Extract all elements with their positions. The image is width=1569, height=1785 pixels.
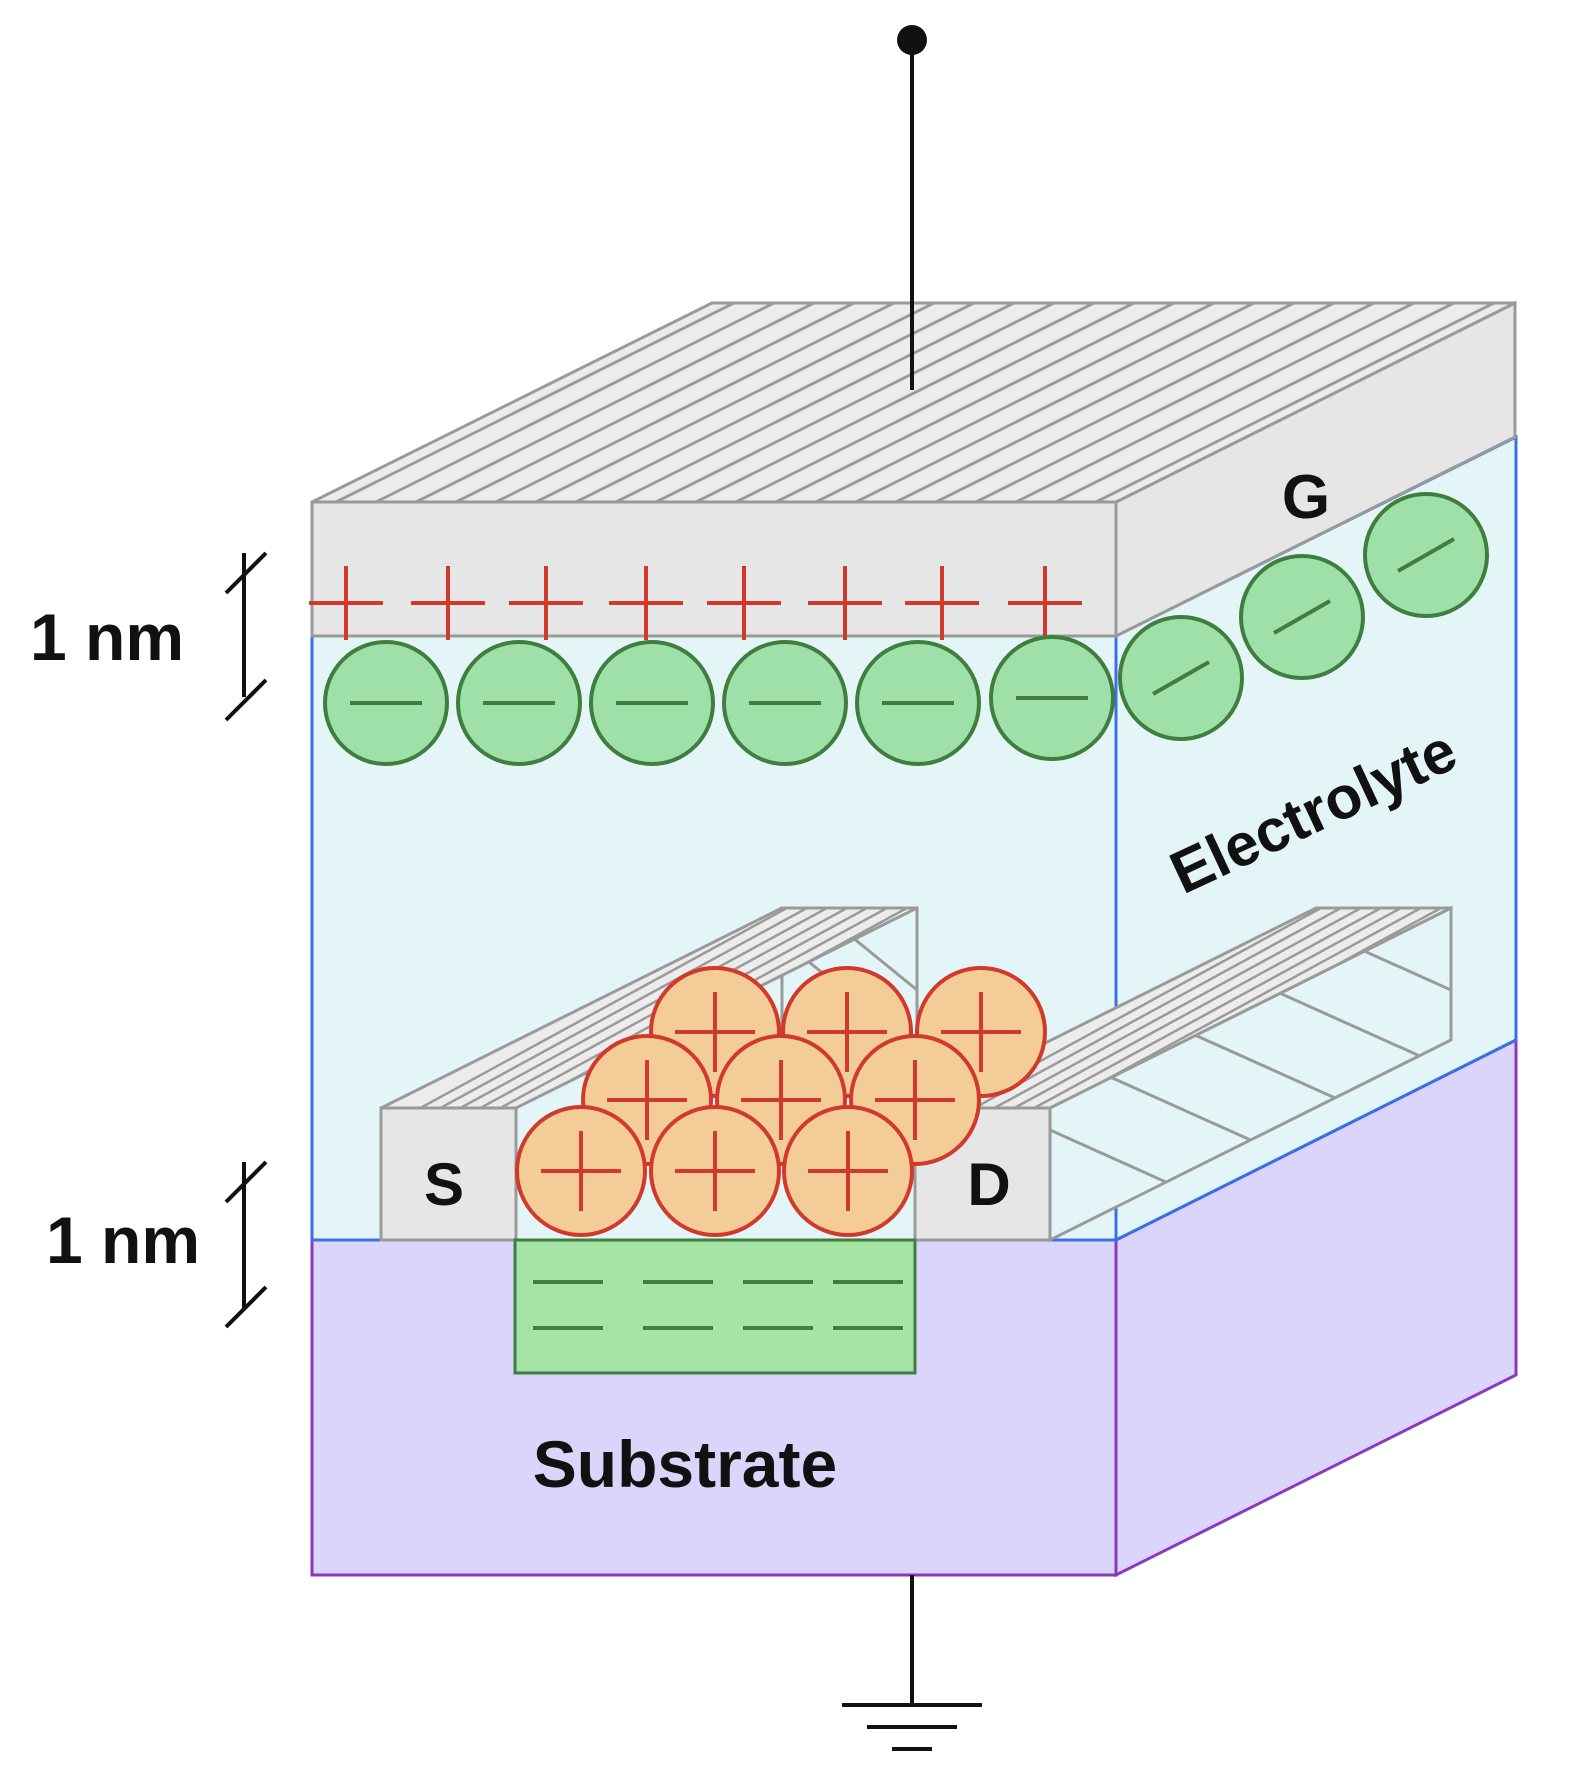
plus-icon: [808, 566, 882, 640]
anion-icon: [1118, 615, 1244, 741]
anion-icon: [722, 640, 848, 766]
dimension-label-top: 1 nm: [30, 600, 184, 674]
plus-icon: [509, 566, 583, 640]
anion-icon: [456, 640, 582, 766]
gate-terminal-icon: [897, 25, 927, 390]
cation-icon: [515, 1105, 647, 1237]
gate-label: G: [1282, 463, 1330, 532]
cation-cluster: [515, 966, 1047, 1237]
ground-icon: [842, 1575, 982, 1751]
plus-icon: [707, 566, 781, 640]
substrate-label: Substrate: [533, 1427, 837, 1501]
anion-icon: [1239, 554, 1365, 680]
anion-icon: [589, 640, 715, 766]
cation-icon: [649, 1105, 781, 1237]
dimension-bracket-bottom: [224, 1160, 268, 1329]
cation-icon: [782, 1105, 914, 1237]
source-label: S: [424, 1151, 464, 1218]
anion-icon: [1363, 492, 1489, 618]
anion-icon: [323, 640, 449, 766]
gate-positive-charges: [309, 566, 1082, 640]
plus-icon: [411, 566, 485, 640]
anion-icon: [855, 640, 981, 766]
dimension-bracket-top: [224, 551, 268, 722]
dimension-label-bottom: 1 nm: [46, 1203, 200, 1277]
anion-icon: [989, 635, 1115, 761]
anion-layer: [323, 492, 1489, 766]
plus-icon: [905, 566, 979, 640]
plus-icon: [609, 566, 683, 640]
channel-region: [513, 1238, 917, 1375]
gate-electrode: [309, 300, 1517, 640]
plus-icon: [309, 566, 383, 640]
drain-label: D: [967, 1151, 1010, 1218]
plus-icon: [1008, 566, 1082, 640]
